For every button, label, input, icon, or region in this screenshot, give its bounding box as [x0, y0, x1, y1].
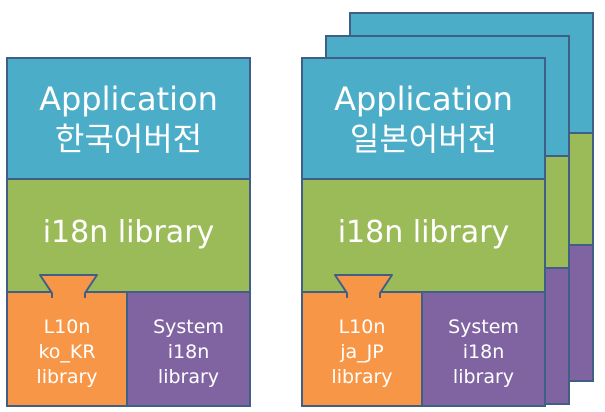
right-system-line1: System — [448, 315, 519, 338]
left-stack: Application 한국어버전 i18n library L10n ko_K… — [6, 57, 251, 407]
left-app-version: 한국어버전 — [54, 119, 203, 158]
left-system-block — [126, 291, 251, 407]
left-i18n-label: i18n library — [42, 214, 215, 250]
left-system-line1: System — [153, 315, 224, 338]
right-application-block — [301, 57, 546, 180]
right-system-block — [421, 291, 546, 407]
left-l10n-line1: L10n — [43, 315, 91, 338]
left-i18n-block — [6, 178, 251, 293]
right-i18n-block — [301, 178, 546, 293]
right-l10n-line1: L10n — [338, 315, 386, 338]
left-system-line2: i18n — [167, 340, 210, 363]
right-stack: Application 일본어버전 i18n library L10n ja_J… — [301, 57, 546, 407]
left-system-line3: library — [157, 365, 220, 388]
right-i18n-label: i18n library — [337, 214, 510, 250]
right-l10n-line3: library — [331, 365, 393, 388]
right-system-line2: i18n — [462, 340, 505, 363]
left-application-block — [6, 57, 251, 180]
right-system-line3: library — [452, 365, 515, 388]
left-l10n-connector — [39, 274, 98, 299]
left-app-title: Application — [39, 79, 218, 118]
right-app-version: 일본어버전 — [349, 119, 498, 158]
right-l10n-locale: ja_JP — [340, 340, 384, 363]
right-app-title: Application — [334, 79, 513, 118]
right-l10n-connector — [334, 274, 393, 299]
left-l10n-locale: ko_KR — [38, 340, 96, 363]
left-l10n-line3: library — [36, 365, 98, 388]
